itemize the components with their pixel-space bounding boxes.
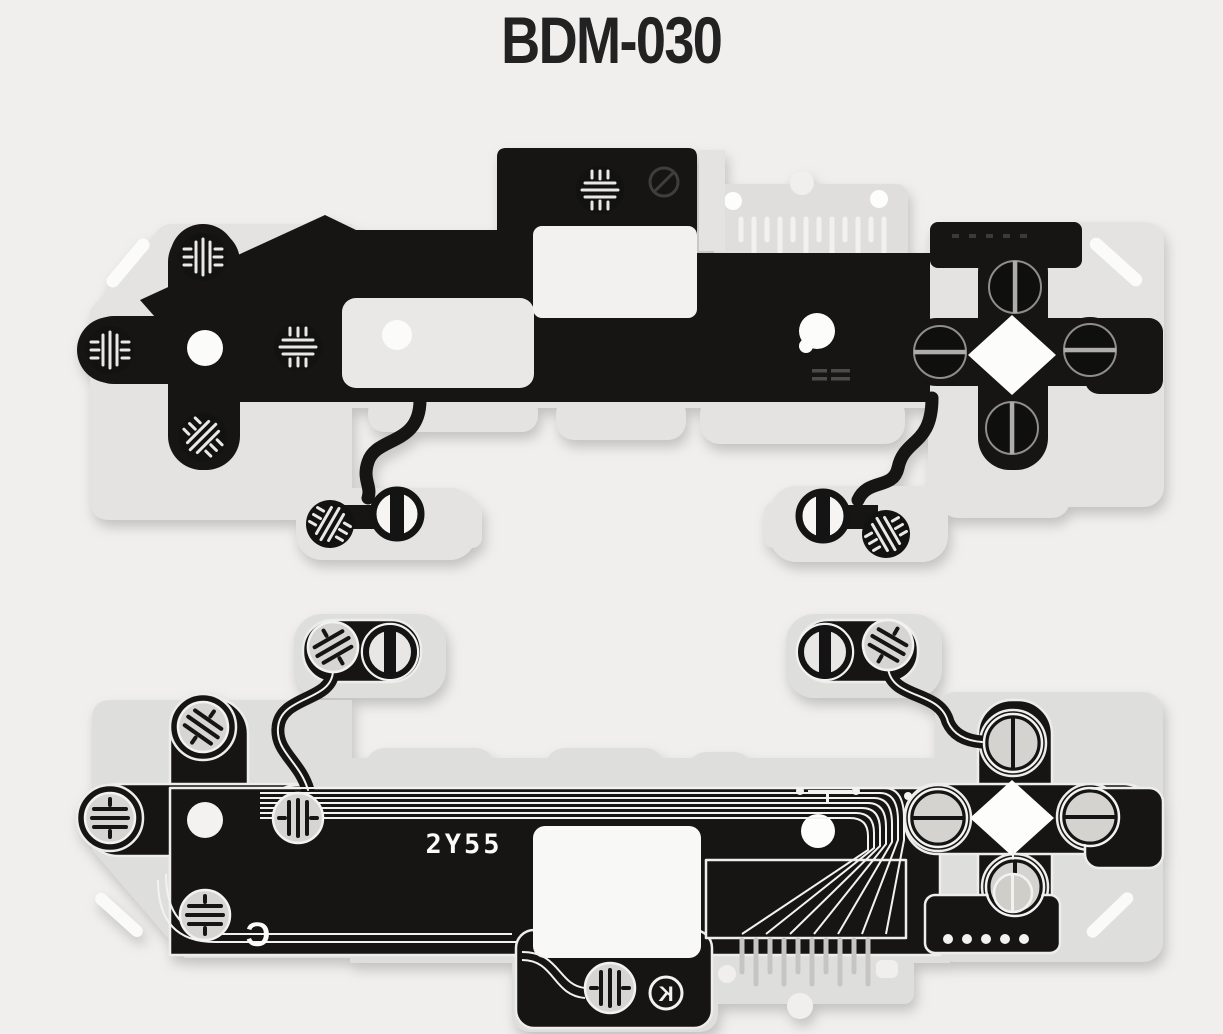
revision-letter: C (246, 916, 271, 954)
bottom-left-slash-cutout (95, 892, 143, 938)
square-pad-bottom (907, 787, 969, 849)
hump-slot (699, 150, 725, 251)
title-wrap: BDM-030 (0, 0, 1223, 78)
mic-button-contact-top (574, 164, 626, 216)
top-film (77, 148, 1164, 569)
dpad-center-hole-top (187, 330, 223, 366)
options-ring-bottom (797, 624, 853, 680)
dpad-center-hole-bottom (187, 802, 223, 838)
top-film-dangler-stems (359, 391, 939, 507)
circled-k-mark: K (648, 975, 684, 1011)
bottom-film: 2Y55 C K (75, 608, 1165, 1032)
test-point-dots (943, 934, 1029, 944)
circle-button-pad (1063, 323, 1117, 377)
options-button-ring (799, 490, 847, 542)
film-code-marking: 2Y55 (425, 829, 502, 860)
triangle-button-pad (988, 260, 1042, 314)
dpad-down-contact-bottom (178, 888, 232, 942)
cross-button-pad (985, 401, 1039, 455)
dpad-up-contact-top (177, 231, 229, 283)
bottom-right-slash-cutout (1086, 892, 1134, 938)
top-connector-fingers (738, 216, 887, 257)
square-button-pad (913, 325, 967, 379)
create-button-ring (373, 488, 421, 540)
keyhole-cutout (799, 313, 835, 353)
top-film-marks (648, 166, 1027, 381)
band-hole-top (382, 320, 412, 350)
small-gray-pad (992, 872, 1034, 914)
dpad-left-contact-bottom (83, 791, 137, 845)
band-hole-bottom (801, 814, 835, 848)
create-ring-bottom (362, 624, 418, 680)
bottom-film-dangler-stems (271, 661, 989, 797)
top-left-slash-cutout (106, 238, 150, 288)
connector-tab-notch (790, 171, 814, 195)
dpad-right-contact-bottom (271, 791, 325, 845)
triangle-pad-bottom (982, 712, 1044, 774)
dpad-pocket (342, 298, 534, 388)
mic-contact-bottom (583, 961, 637, 1015)
top-right-slash-cutout (1089, 237, 1143, 287)
action-center-hole-bottom (970, 780, 1054, 856)
bottom-film-traces (157, 787, 1014, 999)
product-title: BDM-030 (501, 3, 723, 77)
touchpad-cutout-bottom (533, 826, 701, 958)
connector-tab-hole-left (724, 192, 742, 210)
bottom-tab-hole-right (876, 960, 898, 978)
bottom-tab-notch (787, 993, 813, 1019)
svg-text:K: K (658, 983, 673, 1006)
bottom-connector-fingers (739, 937, 871, 987)
dpad-right-contact-top (272, 321, 324, 373)
action-center-hole-top (968, 315, 1056, 395)
bottom-tab-hole-left (718, 965, 736, 983)
circle-pad-bottom (1059, 786, 1121, 848)
dpad-left-contact-top (84, 324, 136, 376)
connector-tab-hole-right (870, 190, 888, 208)
touchpad-cutout-top (533, 226, 697, 318)
